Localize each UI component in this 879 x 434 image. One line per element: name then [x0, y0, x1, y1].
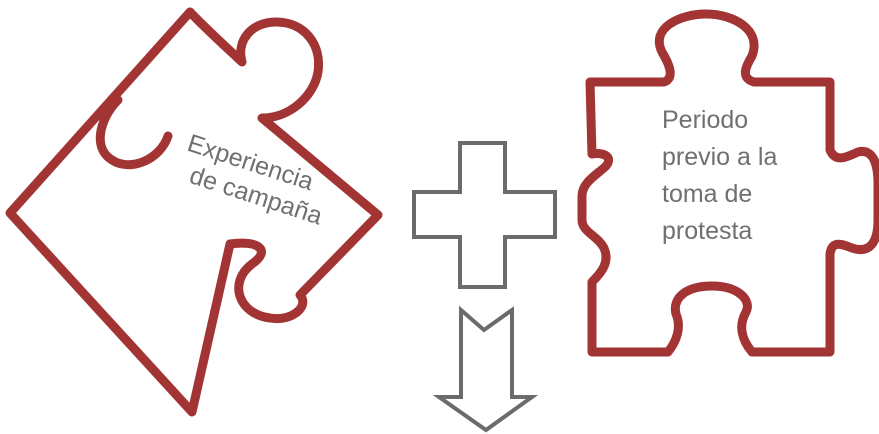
puzzle-notch-left [95, 95, 173, 170]
piece-right-line-4: protesta [662, 217, 752, 245]
down-arrow [432, 305, 539, 433]
plus-icon [412, 141, 557, 289]
plus-sign [412, 141, 557, 289]
piece-right-line-1: Periodo [662, 106, 748, 134]
puzzle-outline-right [577, 9, 879, 357]
arrow-down-icon [432, 305, 539, 433]
puzzle-piece-left: Experiencia de campaña [5, 7, 383, 417]
piece-right-line-3: toma de [662, 180, 752, 208]
puzzle-piece-right: Periodo previo a la toma de protesta [577, 9, 879, 357]
piece-right-line-2: previo a la [662, 143, 777, 171]
puzzle-outline-left [5, 7, 383, 417]
piece-right-text: Periodo previo a la toma de protesta [662, 106, 784, 245]
